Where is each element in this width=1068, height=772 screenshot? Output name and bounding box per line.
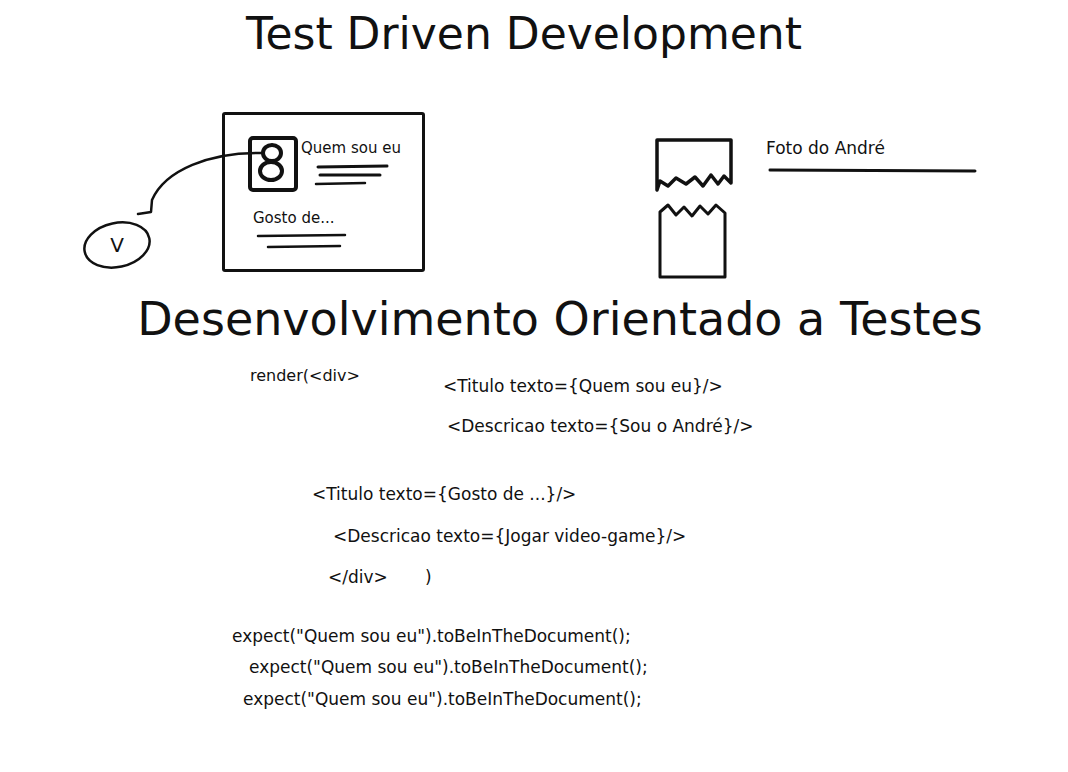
- code-line: render(<div>: [250, 366, 360, 385]
- torn-photo: [657, 140, 731, 190]
- text-line: [318, 166, 387, 167]
- profile-card: Quem sou eu Gosto de...: [222, 112, 425, 272]
- photo-figure: [260, 162, 282, 180]
- page-title: Test Driven Development: [0, 8, 1048, 61]
- subtitle: Desenvolvimento Orientado a Testes: [85, 292, 1035, 347]
- photo-figure: [263, 145, 281, 161]
- photo-caption: Foto do André: [766, 138, 885, 158]
- text-line: [320, 174, 380, 177]
- text-line: [258, 235, 345, 236]
- code-line: <Titulo texto={Gosto de ...}/>: [312, 484, 576, 504]
- check-oval: V: [81, 220, 153, 270]
- check-mark: V: [110, 233, 124, 257]
- test-line: expect("Quem sou eu").toBeInTheDocument(…: [243, 689, 642, 709]
- test-line: expect("Quem sou eu").toBeInTheDocument(…: [232, 626, 631, 646]
- test-line: expect("Quem sou eu").toBeInTheDocument(…: [249, 657, 648, 677]
- text-line: [316, 183, 365, 184]
- oval-outline: [81, 220, 153, 270]
- text-line: [268, 246, 340, 247]
- card-heading: Gosto de...: [253, 209, 335, 227]
- card-heading: Quem sou eu: [301, 139, 401, 157]
- code-line: <Descricao texto={Jogar video-game}/>: [333, 526, 686, 546]
- leader-line: [138, 153, 262, 214]
- code-line: </div>: [328, 567, 388, 587]
- code-line: <Descricao texto={Sou o André}/>: [447, 416, 754, 436]
- code-line: ): [425, 567, 432, 587]
- code-line: <Titulo texto={Quem sou eu}/>: [443, 376, 723, 396]
- photo-icon: [250, 138, 296, 190]
- torn-photo: [660, 205, 725, 277]
- underline: [770, 170, 975, 171]
